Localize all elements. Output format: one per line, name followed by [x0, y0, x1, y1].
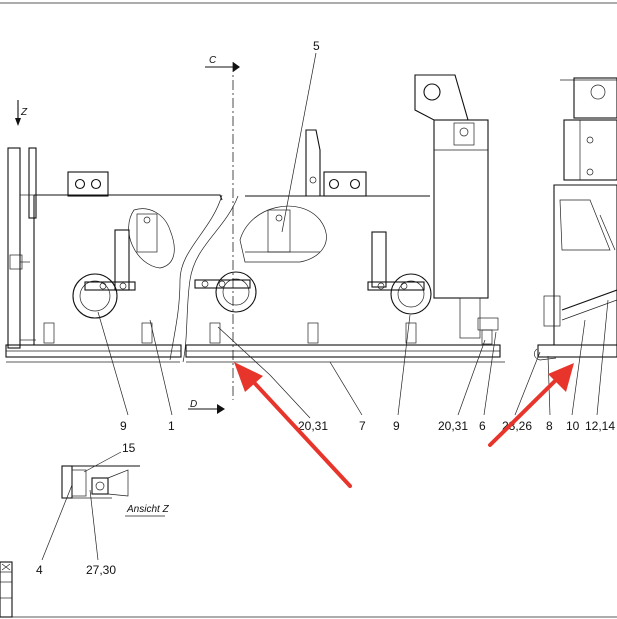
main-housing [5, 129, 505, 363]
annotation-arrow-right [488, 363, 574, 447]
z-axis-label: Z [20, 107, 28, 118]
z-axis-marker: Z [15, 100, 28, 126]
section-d-label: D [190, 399, 197, 410]
callout-6: 6 [479, 419, 486, 433]
callout-20-31-b: 20,31 [438, 419, 468, 433]
roller-clamps [72, 229, 432, 319]
section-line-cd: C D [188, 55, 240, 414]
callouts: 5 9 1 20,31 7 9 20,31 6 23,26 8 10 12,14 [97, 39, 615, 433]
callout-10: 10 [566, 419, 580, 433]
callout-9a: 9 [120, 419, 127, 433]
base-bolts [43, 322, 493, 345]
callout-7: 7 [359, 419, 366, 433]
detail-bubbles [128, 205, 327, 269]
callout-1: 1 [168, 419, 175, 433]
detail-view-z: 15 4 27,30 Ansicht Z [36, 441, 170, 577]
right-column [414, 74, 499, 339]
callout-12-14: 12,14 [585, 419, 615, 433]
callout-27-30: 27,30 [86, 563, 116, 577]
callout-20-31-a: 20,31 [298, 419, 328, 433]
title-block-fragment [0, 561, 13, 618]
callout-23-26: 23,26 [502, 419, 532, 433]
section-c-label: C [209, 55, 217, 66]
callout-4: 4 [36, 563, 43, 577]
break-lines [169, 194, 239, 363]
annotation-arrow-left [234, 362, 352, 488]
callout-8: 8 [546, 419, 553, 433]
right-assembly [533, 77, 617, 361]
callout-15: 15 [122, 441, 136, 455]
left-end-frame [7, 147, 37, 349]
callout-5: 5 [313, 39, 320, 53]
callout-9b: 9 [393, 419, 400, 433]
view-caption: Ansicht Z [126, 504, 170, 515]
